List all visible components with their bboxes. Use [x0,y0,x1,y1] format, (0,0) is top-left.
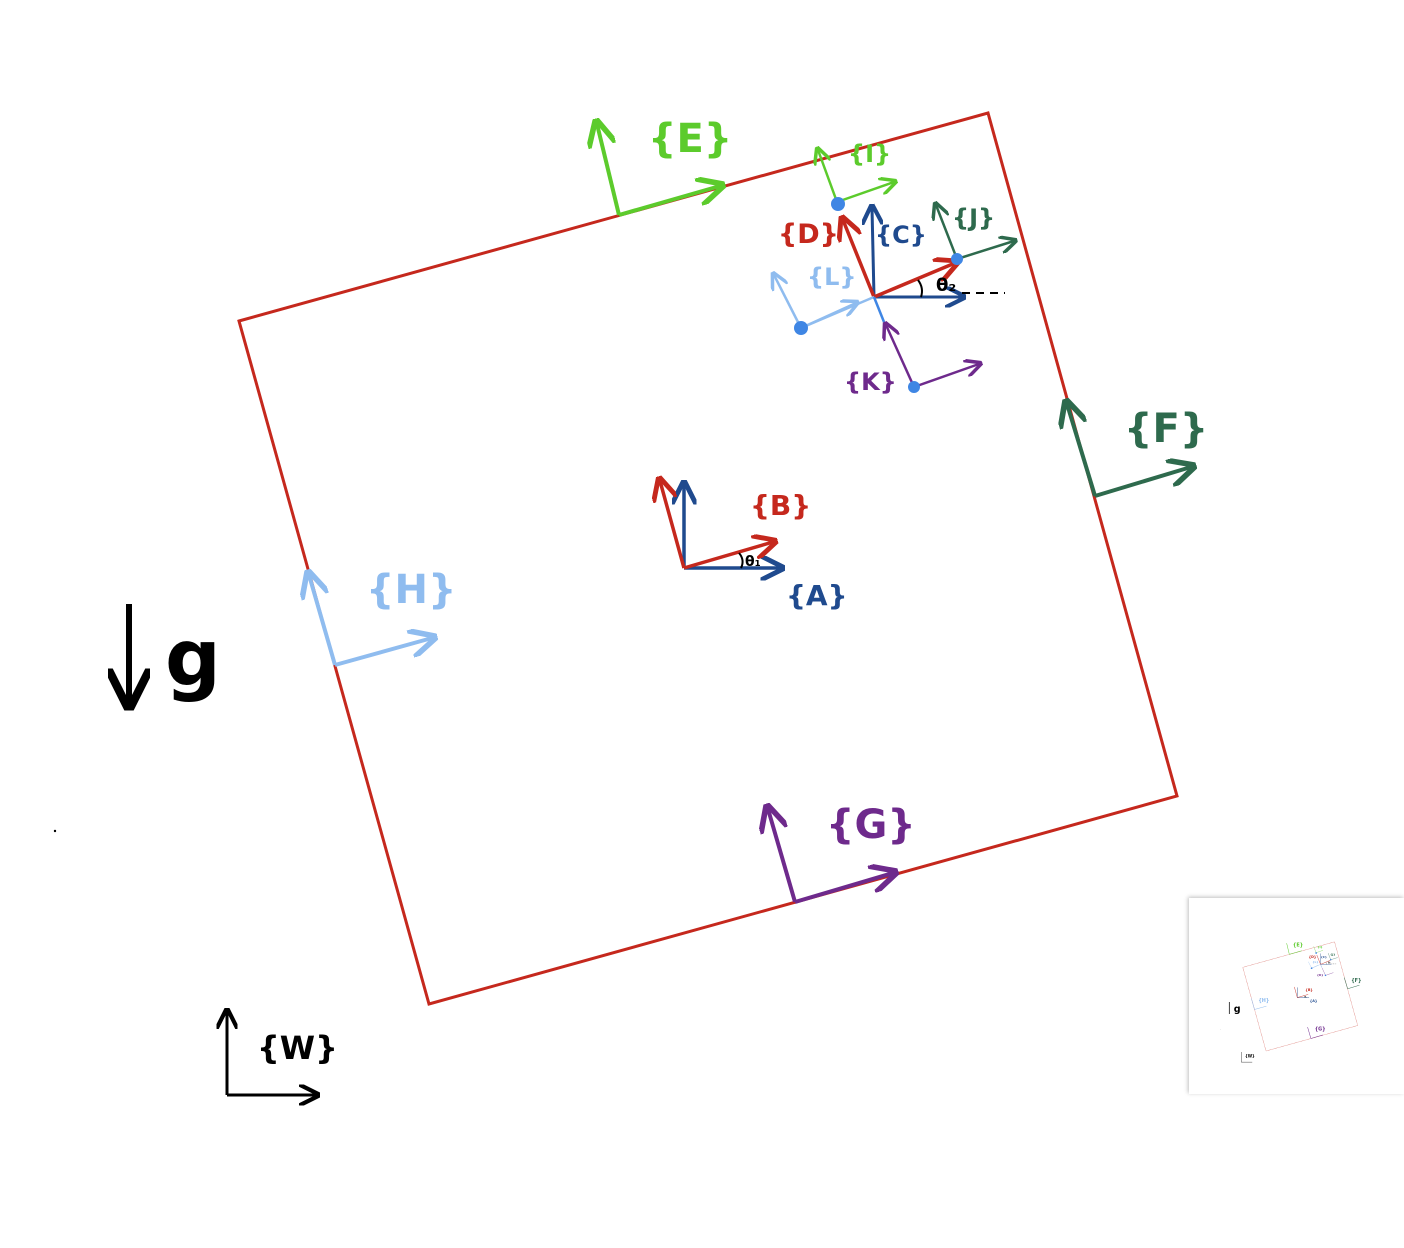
frame-l: {L} [774,263,875,330]
frame-j-label: {J} [952,204,995,232]
minimap-frame-g-label: {G} [1315,1027,1326,1033]
theta-1-angle: θ₁ [738,552,761,570]
frame-i-label: {I} [848,140,891,168]
minimap-canvas[interactable]: {E} {I} {C} {D} θ₂ {J} {L} [1189,898,1404,1094]
frame-k: {K} [844,296,979,396]
minimap-frame-h: {H} [1251,998,1269,1010]
minimap-frame-i-label: {I} [1317,945,1322,949]
minimap[interactable]: {E} {I} {C} {D} θ₂ {J} {L} [1189,898,1404,1094]
joint-dots [794,197,963,393]
minimap-gravity-indicator: g [1228,1002,1241,1015]
body-outline [237,111,1179,1006]
frame-f: {F} [1067,404,1208,498]
minimap-joint-dot-j [1330,959,1332,961]
minimap-frame-h-label: {H} [1258,998,1269,1004]
frame-g: {G} [768,802,916,904]
theta-1-label: θ₁ [745,554,761,570]
minimap-frame-c-label: {C} [1321,955,1327,959]
joint-dot-k [908,381,920,393]
gravity-label: g [165,614,221,704]
minimap-joint-dot-i [1315,952,1318,954]
speck [53,829,57,833]
frame-l-label: {L} [807,263,856,291]
theta-2-angle: θ₂ [917,275,1005,298]
minimap-joint-dot-k [1324,974,1327,977]
frame-j: {J} [936,204,1014,261]
minimap-frame-l-label: {L} [1312,960,1318,964]
minimap-gravity-label: g [1234,1004,1241,1015]
frame-w-label: {W} [257,1029,338,1067]
minimap-frame-f-label: {F} [1351,978,1361,984]
minimap-frame-i: {I} [1313,945,1324,953]
minimap-theta-1-angle: θ₁ [1303,995,1307,998]
minimap-frame-d-label: {D} [1309,955,1316,959]
frame-d: {D} [778,219,955,299]
minimap-theta-2-angle: θ₂ [1325,962,1337,965]
minimap-frame-a: {A} [1297,987,1318,1003]
frame-w: {W} [227,1012,338,1095]
frame-b-label: {B} [750,489,811,522]
minimap-body-outline [1242,941,1358,1052]
joint-dot-l [794,321,808,335]
minimap-frame-l: {L} [1308,960,1321,969]
frame-b: {B} [660,481,811,570]
minimap-frame-b: {B} [1294,986,1313,998]
frame-e: {E} [597,116,732,217]
frame-a: {A} [684,485,848,612]
gravity-indicator: g [129,604,221,704]
frame-k-label: {K} [844,368,897,396]
minimap-frame-e-label: {E} [1293,943,1303,949]
minimap-frame-c: {C} [1320,953,1332,965]
frame-h: {H} [309,567,456,667]
minimap-theta-1-label: θ₁ [1305,996,1307,998]
frame-d-label: {D} [778,219,839,250]
minimap-frame-g: {G} [1307,1027,1326,1039]
minimap-frame-j-label: {J} [1330,953,1335,957]
frame-i: {I} [818,140,894,204]
minimap-joint-dots [1310,952,1332,977]
joint-dot-j [951,253,963,265]
frame-a-label: {A} [786,579,848,612]
minimap-frame-w: {W} [1241,1051,1255,1063]
theta-2-label: θ₂ [936,275,956,296]
minimap-frame-e: {E} [1286,943,1303,955]
minimap-theta-2-label: θ₂ [1328,962,1331,965]
minimap-joint-dot-l [1310,967,1313,970]
frame-h-label: {H} [366,567,456,613]
joint-dot-i [831,197,845,211]
frame-f-label: {F} [1124,406,1208,452]
minimap-frame-k: {K} [1317,964,1334,977]
frame-c-label: {C} [875,221,927,249]
minimap-frame-k-label: {K} [1317,973,1323,977]
frame-e-label: {E} [648,116,732,162]
minimap-frame-a-label: {A} [1310,999,1318,1003]
frame-g-label: {G} [826,802,916,848]
minimap-frame-j: {J} [1328,953,1338,960]
minimap-frame-w-label: {W} [1245,1054,1255,1059]
minimap-frame-f: {F} [1343,977,1362,990]
frame-c: {C} [872,208,962,297]
minimap-frame-d: {D} [1309,955,1331,965]
minimap-content: {E} {I} {C} {D} θ₂ {J} {L} [1220,941,1362,1063]
minimap-frame-b-label: {B} [1305,988,1313,992]
